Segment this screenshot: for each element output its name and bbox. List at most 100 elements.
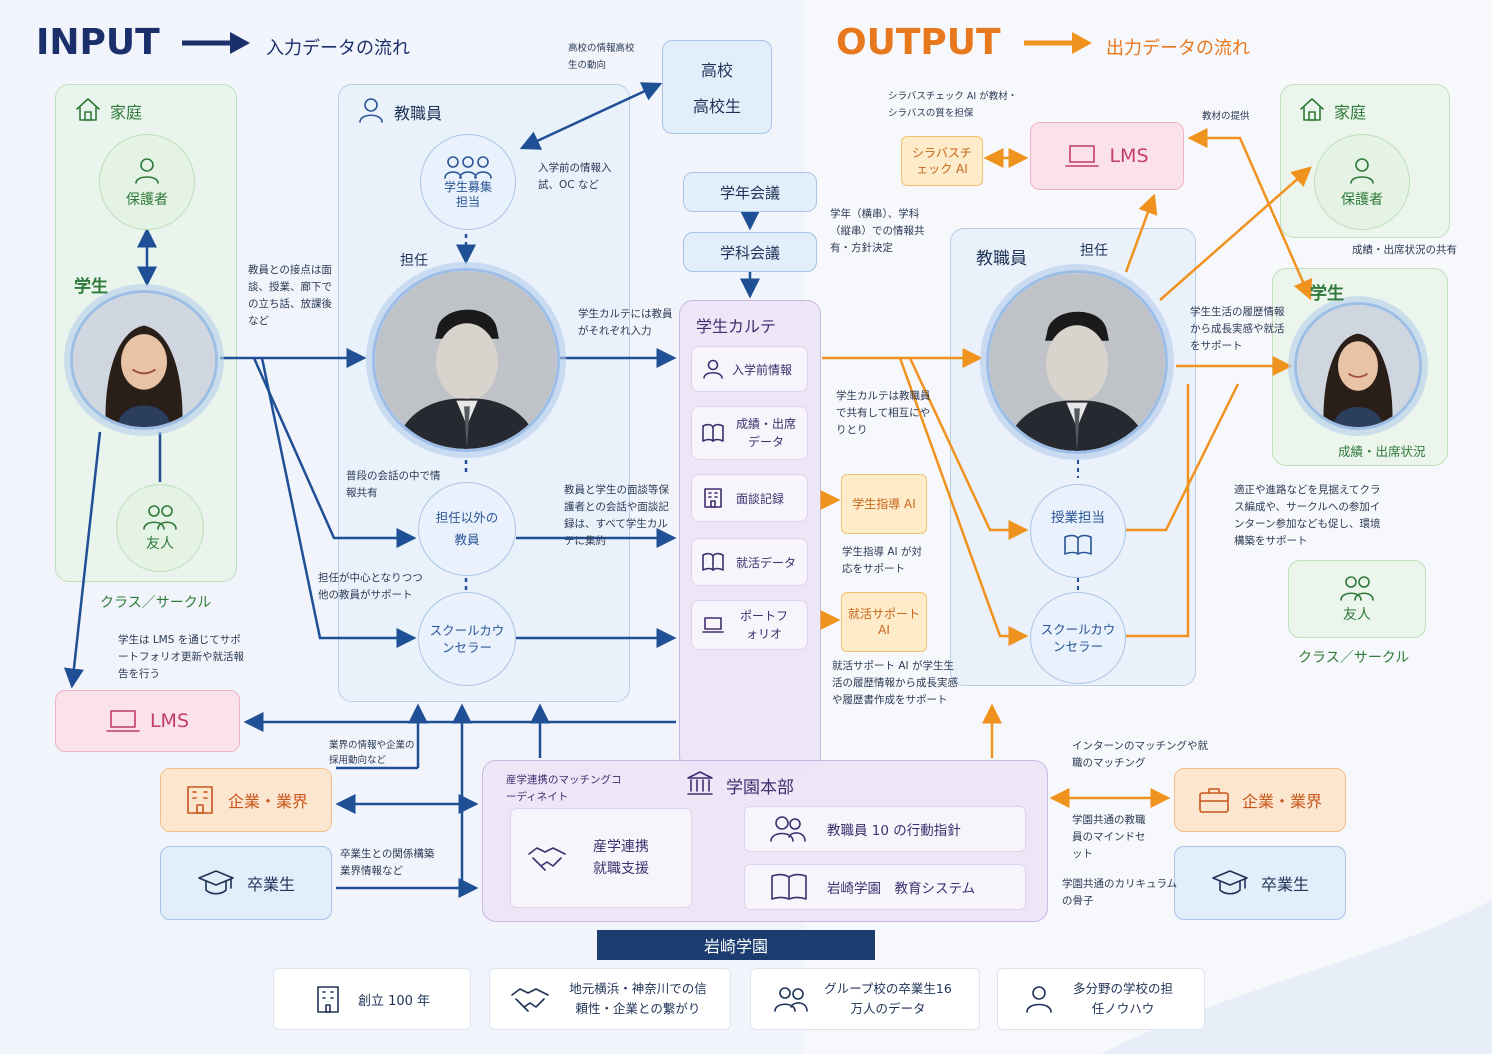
lms-box-left[interactable]: LMS (55, 690, 240, 752)
graduation-cap-icon (198, 870, 234, 895)
guardian-label-right: 保護者 (1341, 192, 1383, 208)
person-icon (703, 359, 723, 379)
person-icon (1350, 158, 1374, 184)
circle-label-left: クラス／サークル (100, 595, 212, 611)
note-lms: 学生は LMS を通じてサポートフォリオ更新や就活報告を行う (118, 634, 244, 680)
career-ai-box[interactable]: 就活サポート AI (841, 592, 927, 652)
note-grades-share: 成績・出席状況の共有 (1352, 244, 1457, 256)
note-preadmission: 入学前の情報入試、OC など (538, 162, 612, 191)
karte-item-label: 面談記録 (736, 491, 785, 506)
grade-meeting-label: 学年会議 (719, 183, 780, 202)
note-life: 学生生活の履歴情報から成長実感や就活をサポート (1190, 306, 1285, 352)
karte-item-interview[interactable]: 面談記録 (691, 474, 808, 522)
output-title: OUTPUT (836, 22, 1001, 63)
book-icon (771, 873, 807, 900)
note-support: 担任が中心となりつつ他の教員がサポート (318, 572, 423, 601)
footer-label: グループ校の卒業生16 万人のデータ (824, 981, 952, 1016)
graduation-cap-icon (1212, 870, 1248, 895)
person-icon (1026, 986, 1052, 1013)
alumni-box-left[interactable]: 卒業生 (160, 846, 332, 920)
alumni-label-left: 卒業生 (246, 875, 295, 894)
grade-meeting-box[interactable]: 学年会議 (683, 172, 817, 212)
alumni-box-right[interactable]: 卒業生 (1174, 846, 1346, 920)
note-record: 教員と学生の面談等保護者との会話や面談記録は、すべて学生カルテに集約 (564, 484, 669, 547)
guardian-node-right[interactable]: 保護者 (1314, 134, 1410, 230)
footer-item-history: 創立 100 年 (273, 968, 471, 1030)
guardian-node-left[interactable]: 保護者 (99, 134, 195, 230)
company-box-left[interactable]: 企業・業界 (160, 768, 332, 832)
system-box[interactable]: 岩崎学園 教育システム (744, 864, 1026, 910)
alumni-label-right: 卒業生 (1260, 875, 1309, 894)
guide-box[interactable]: 教職員 10 の行動指針 (744, 806, 1026, 852)
footer-label: 創立 100 年 (358, 993, 431, 1009)
footer-label: 多分野の学校の担任ノウハウ (1072, 981, 1173, 1016)
footer-label: 地元横浜・神奈川での信頼性・企業との繋がり (569, 981, 707, 1016)
note-share: 学生カルテは教職員で共有して相互にやりとり (836, 390, 931, 436)
note-mindset: 学園共通の教職員のマインドセット (1072, 814, 1146, 860)
staff-title-right: 教職員 (976, 249, 1027, 269)
dept-meeting-box[interactable]: 学科会議 (683, 232, 817, 272)
input-arrow-icon (182, 32, 250, 54)
building-icon (187, 786, 213, 814)
note-career: 就活サポート AI が学生生活の履歴情報から成長実感や履歴書作成をサポート (832, 660, 958, 706)
note-alumni: 卒業生との関係構築業界情報など (340, 848, 435, 877)
briefcase-icon (1199, 788, 1229, 813)
friend-node-left[interactable]: 友人 (116, 484, 204, 572)
footer-item-knowhow: 多分野の学校の担任ノウハウ (997, 968, 1205, 1030)
recruit-node[interactable]: 学生募集担当 (420, 134, 516, 230)
company-box-right[interactable]: 企業・業界 (1174, 768, 1346, 832)
guidance-ai-box[interactable]: 学生指導 AI (841, 474, 927, 534)
guide-label: 教職員 10 の行動指針 (827, 823, 961, 839)
student-photo-left (70, 290, 218, 430)
highschool-box[interactable]: 高校 高校生 (662, 40, 772, 134)
collab-label: 産学連携就職支援 (593, 839, 649, 877)
note-karte-input: 学生カルテには教員がそれぞれ入力 (578, 308, 673, 337)
note-environment: 適正や進路などを見据えてクラス編成や、サークルへの参加インターン参加なども促し、… (1234, 484, 1381, 547)
note-industry: 業界の情報や企業の採用動向など (329, 740, 415, 766)
note-guidance: 学生指導 AI が対応をサポート (842, 546, 922, 575)
handshake-icon (511, 988, 549, 1012)
lecturer-node[interactable]: 授業担当 (1030, 484, 1126, 578)
building-icon (317, 986, 339, 1013)
other-teachers-label: 担任以外の教員 (435, 510, 499, 547)
friend-box-right[interactable]: 友人 (1288, 560, 1426, 638)
other-teachers-node[interactable]: 担任以外の教員 (418, 482, 516, 576)
homeroom-label-right: 担任 (1080, 243, 1108, 259)
people-icon (143, 505, 177, 530)
lms-box-right[interactable]: LMS (1030, 122, 1184, 190)
counselor-node-right[interactable]: スクールカウンセラー (1030, 592, 1126, 684)
lms-label-right: LMS (1109, 145, 1149, 167)
karte-item-portfolio[interactable]: ポートフォリオ (691, 600, 808, 650)
karte-item-label: ポートフォリオ (739, 609, 788, 641)
syllabus-ai-box[interactable]: シラバスチェック AI (901, 136, 983, 186)
note-intern: インターンのマッチングや就職のマッチング (1072, 740, 1208, 769)
career-ai-label: 就活サポート AI (847, 607, 920, 637)
karte-item-pre[interactable]: 入学前情報 (691, 346, 808, 392)
guidance-ai-label: 学生指導 AI (852, 497, 916, 511)
home-label-left: 家庭 (110, 103, 143, 122)
lecturer-label: 授業担当 (1051, 510, 1105, 526)
footer-item-alumni-data: グループ校の卒業生16 万人のデータ (750, 968, 980, 1030)
laptop-icon (1065, 145, 1100, 167)
homeroom-label-left: 担任 (400, 253, 428, 269)
laptop-icon (702, 617, 724, 633)
note-daily: 普段の会話の中で情報共有 (346, 470, 441, 499)
guardian-label-left: 保護者 (126, 192, 168, 208)
karte-item-job[interactable]: 就活データ (691, 538, 808, 586)
circle-label-right: クラス／サークル (1298, 650, 1410, 666)
hq-title: 学園本部 (726, 778, 794, 798)
system-label: 岩崎学園 教育システム (827, 881, 976, 897)
student-photo-right (1294, 302, 1422, 430)
karte-item-grades[interactable]: 成績・出席データ (691, 406, 808, 460)
highschool-line1: 高校 (700, 61, 733, 80)
house-icon (1300, 98, 1324, 121)
home-label-right: 家庭 (1334, 103, 1367, 122)
collab-box[interactable]: 産学連携就職支援 (510, 808, 692, 908)
input-title: INPUT (36, 22, 160, 63)
hq-coord-note: 産学連携のマッチングコーディネイト (506, 774, 622, 803)
staff-title-left: 教職員 (394, 104, 443, 123)
building-icon (704, 488, 722, 508)
highschool-line2: 高校生 (692, 97, 741, 116)
counselor-node-left[interactable]: スクールカウンセラー (418, 592, 516, 686)
output-subtitle: 出力データの流れ (1106, 38, 1250, 59)
